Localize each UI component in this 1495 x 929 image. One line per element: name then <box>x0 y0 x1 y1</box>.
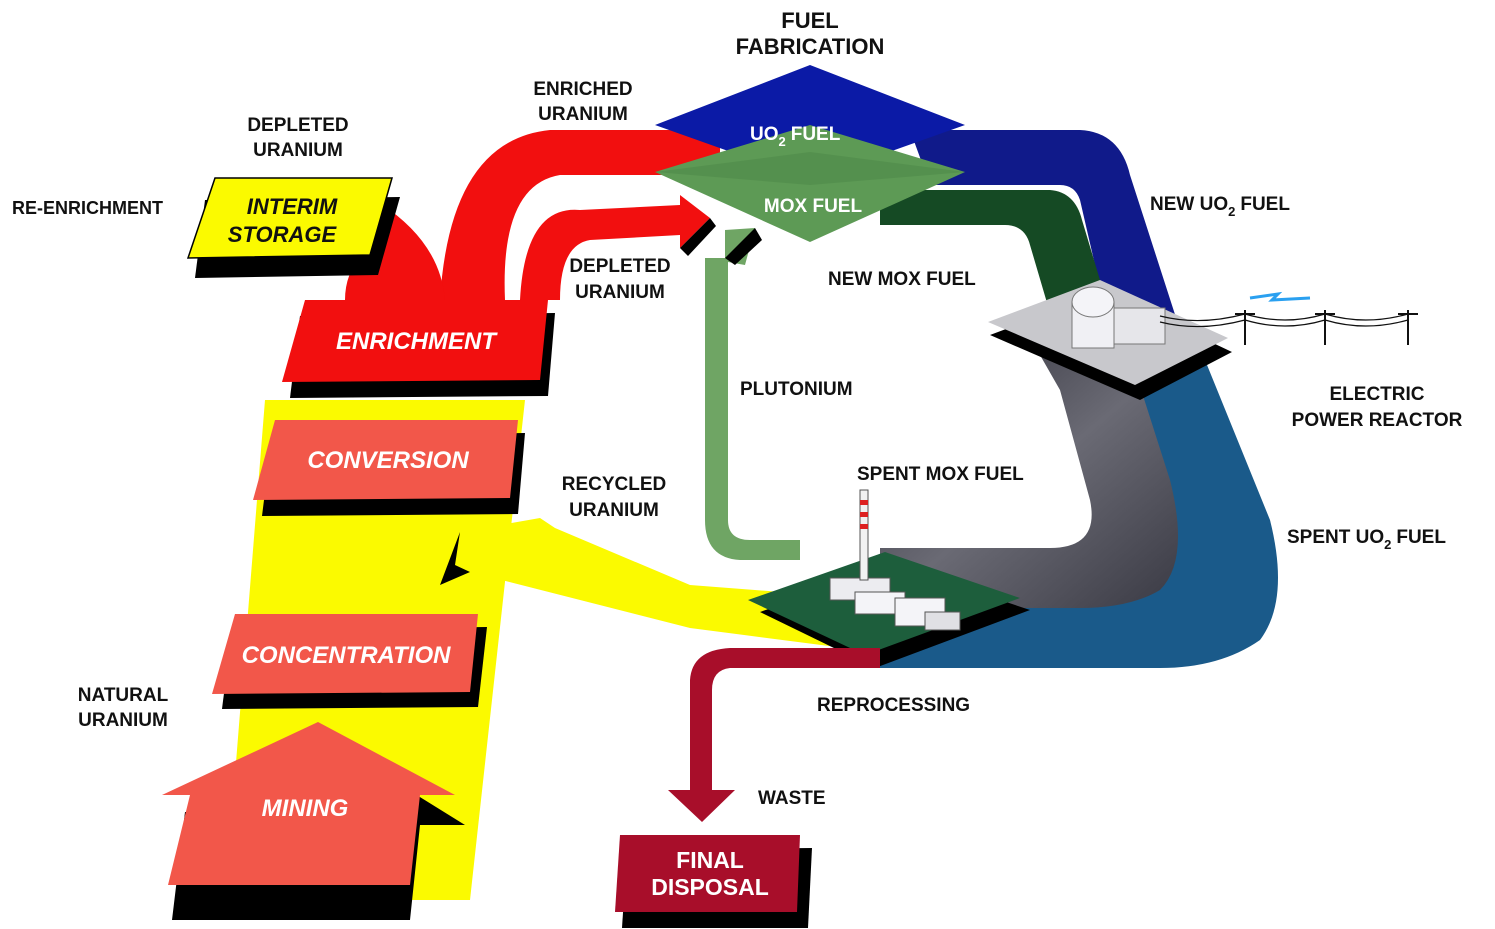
fuel-fabrication-title-2: FABRICATION <box>736 34 885 59</box>
depleted-uranium-top-label-2: URANIUM <box>253 140 343 161</box>
waste-label: WASTE <box>758 788 826 809</box>
enriched-uranium-arrow <box>440 130 720 300</box>
plutonium-path-shadow <box>725 228 762 265</box>
recycled-uranium-label: RECYCLED <box>562 474 667 495</box>
enriched-uranium-label: ENRICHED <box>533 79 632 100</box>
mining-label: MINING <box>262 795 349 822</box>
conversion-box <box>253 420 518 500</box>
final-disposal-label-2: DISPOSAL <box>651 874 769 900</box>
plutonium-label: PLUTONIUM <box>740 379 853 400</box>
spent-mox-fuel-path <box>880 355 1178 608</box>
waste-arrow <box>668 648 880 822</box>
natural-uranium-label: NATURAL <box>78 685 169 706</box>
new-mox-fuel-path <box>880 190 1115 330</box>
electric-power-reactor-label-2: POWER REACTOR <box>1292 410 1463 431</box>
final-disposal-box <box>615 835 800 912</box>
reprocessing-stack <box>859 489 869 581</box>
interim-storage-label-2: STORAGE <box>228 222 338 247</box>
enriched-uranium-label-2: URANIUM <box>538 104 628 125</box>
reprocessing-buildings <box>829 577 961 631</box>
electric-power-reactor-label: ELECTRIC <box>1330 384 1425 405</box>
depleted-uranium-top-label: DEPLETED <box>247 115 348 136</box>
spent-uo2-fuel-path <box>880 360 1278 668</box>
fuel-fabrication-title: FUEL <box>781 8 838 33</box>
enrichment-label: ENRICHMENT <box>336 328 498 355</box>
depleted-uranium-arrow-shadow <box>680 218 716 256</box>
natural-uranium-label-2: URANIUM <box>78 710 168 731</box>
diamond-divider <box>655 152 965 185</box>
depleted-uranium-arrow <box>520 195 710 300</box>
conversion-label: CONVERSION <box>307 447 469 474</box>
power-lines <box>1159 310 1418 345</box>
recycled-uranium-arrow <box>440 518 860 650</box>
new-uo2-fuel-path <box>910 130 1180 330</box>
new-mox-fuel-label: NEW MOX FUEL <box>828 269 976 290</box>
lightning-icon <box>1249 291 1311 302</box>
plutonium-path <box>705 228 800 560</box>
reactor-dome <box>1071 286 1115 318</box>
spent-mox-fuel-label: SPENT MOX FUEL <box>857 464 1024 485</box>
recycled-uranium-arrow-shadow <box>440 532 470 585</box>
reprocessing-label: REPROCESSING <box>817 695 970 716</box>
concentration-box <box>212 614 478 694</box>
depleted-uranium-mid-label-2: URANIUM <box>575 282 665 303</box>
final-disposal-label: FINAL <box>676 847 744 873</box>
interim-storage-label: INTERIM <box>247 194 338 219</box>
interim-storage-box <box>186 177 393 259</box>
mox-fuel-label: MOX FUEL <box>764 196 863 217</box>
depleted-uranium-mid-label: DEPLETED <box>569 256 670 277</box>
reactor-building <box>1109 307 1166 345</box>
re-enrichment-label: RE-ENRICHMENT <box>12 198 163 218</box>
recycled-uranium-label-2: URANIUM <box>569 500 659 521</box>
enrichment-box <box>282 300 548 382</box>
mining-arrow <box>162 722 455 885</box>
concentration-label: CONCENTRATION <box>242 642 452 669</box>
